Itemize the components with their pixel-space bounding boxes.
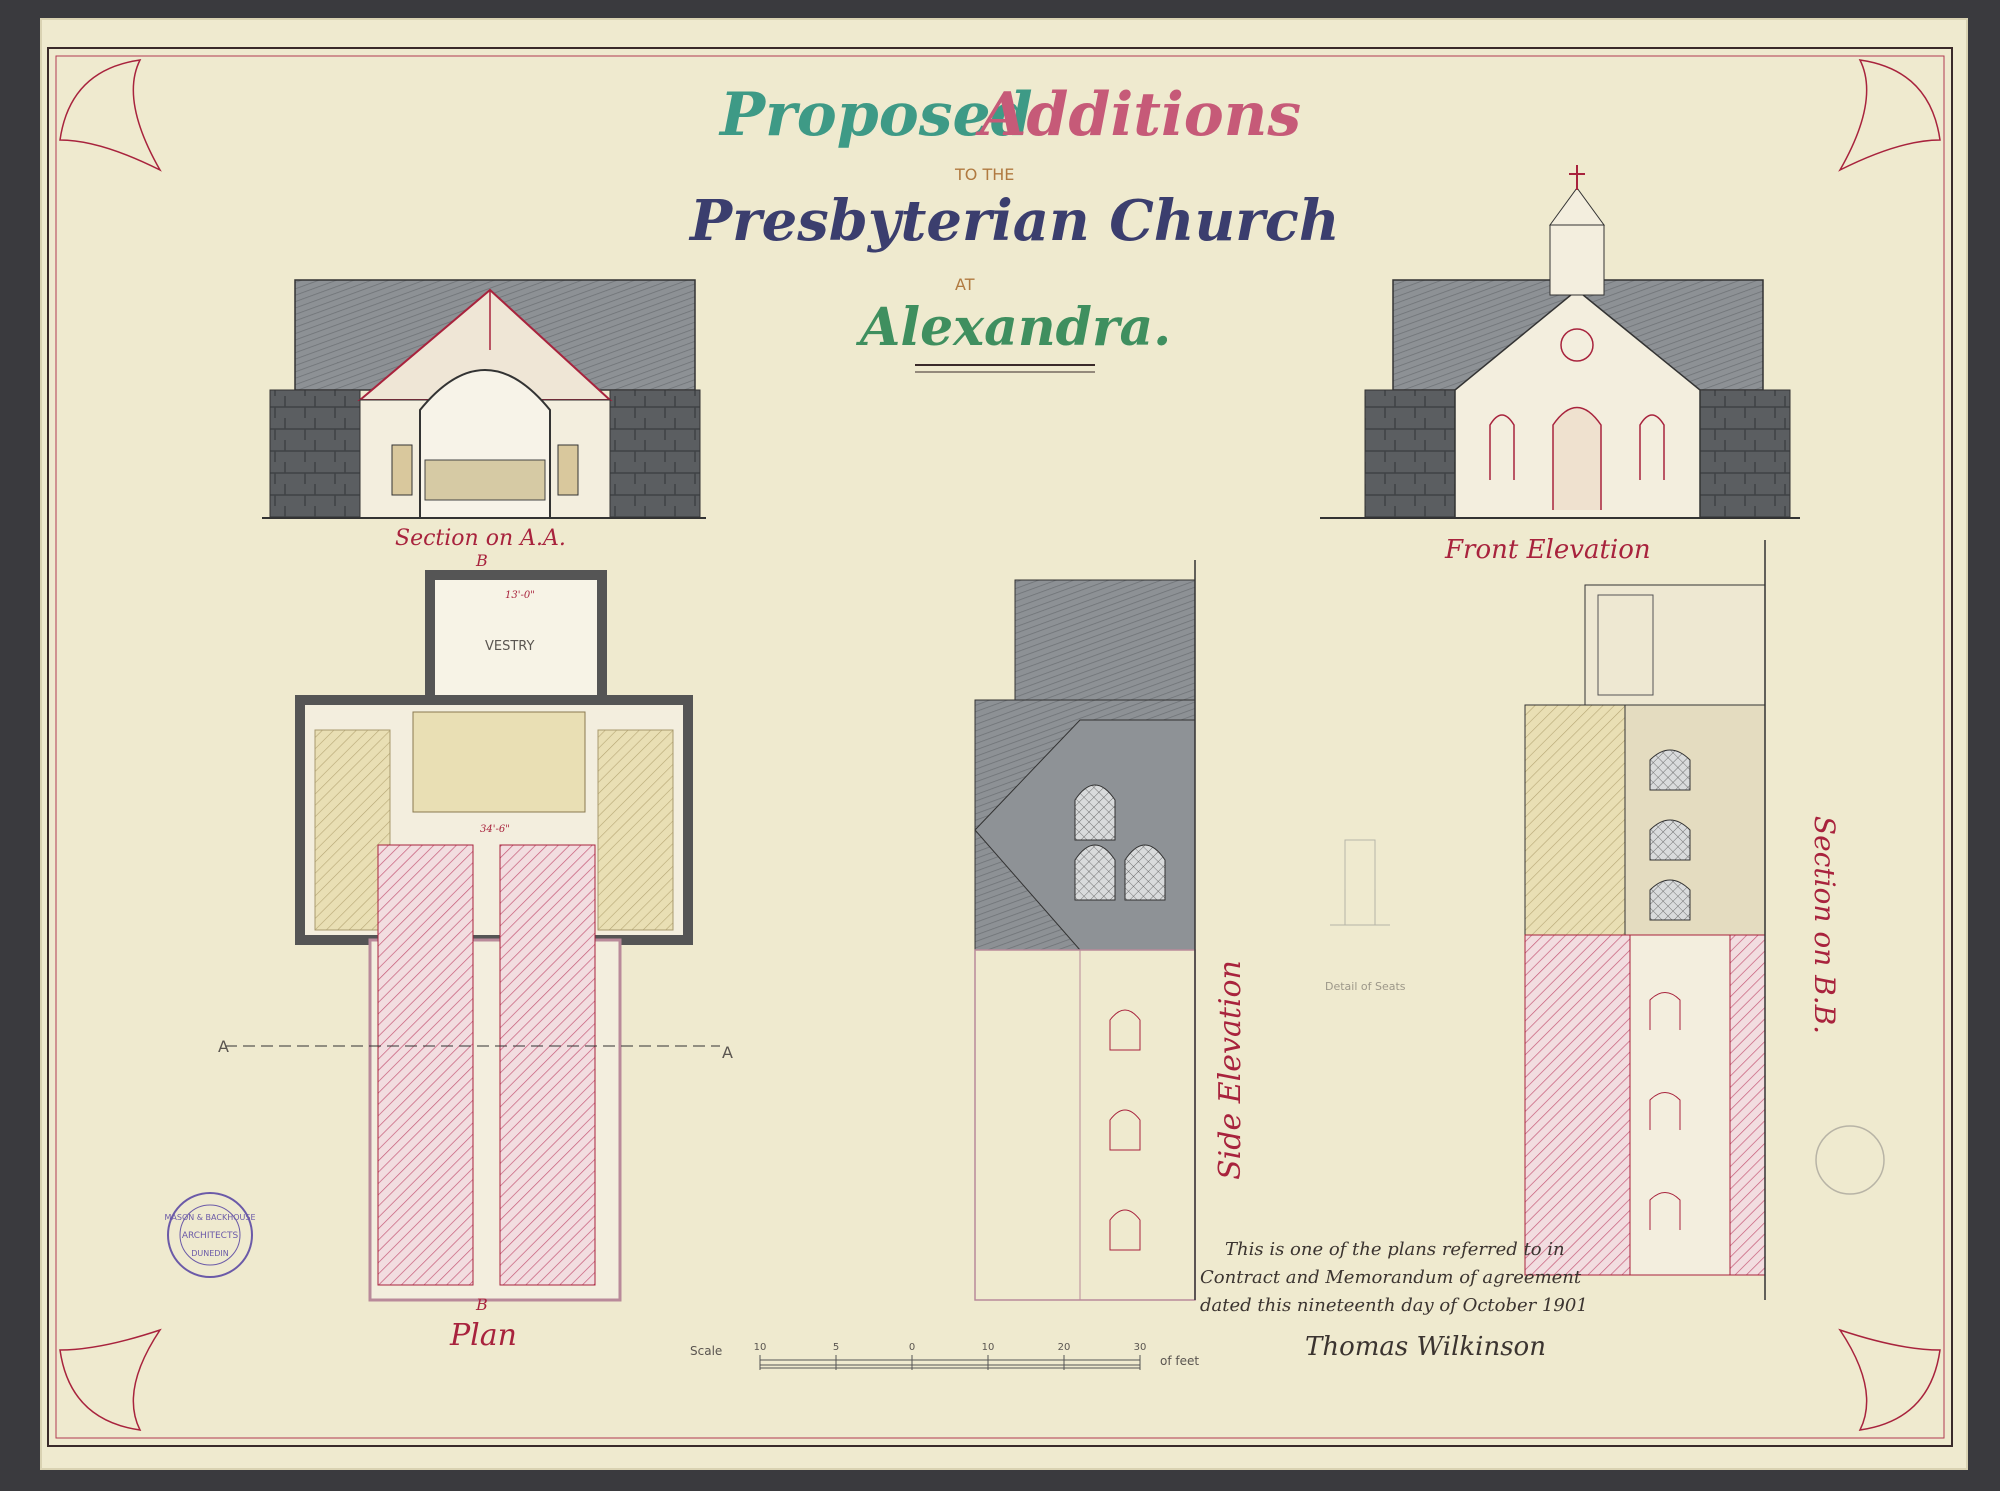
stamp-line1: MASON & BACKHOUSE: [164, 1213, 255, 1222]
scale-bar: Scale 10 5 0 10 20 30 of feet: [690, 1342, 1199, 1370]
note-signature: Thomas Wilkinson: [1305, 1332, 1546, 1362]
title-church: Presbyterian Church: [688, 188, 1340, 254]
scale-tick-label: 30: [1134, 1342, 1147, 1353]
vestry-width-dim: 13'-0": [505, 590, 535, 601]
title-at: AT: [955, 275, 975, 294]
faint-stamp-icon: [1815, 1125, 1885, 1195]
title-alexandra: Alexandra.: [855, 297, 1171, 358]
scale-ticks: 10 5 0 10 20 30: [754, 1342, 1147, 1370]
transept-width-dim: 34'-6": [480, 824, 510, 835]
scale-tick-label: 5: [833, 1342, 839, 1353]
side-elevation-label: Side Elevation: [1213, 960, 1248, 1180]
note-line2: Contract and Memorandum of agreement: [1200, 1267, 1582, 1288]
architect-stamp: MASON & BACKHOUSE ARCHITECTS DUNEDIN: [164, 1192, 256, 1278]
plan-marker-bottom: B: [475, 1295, 488, 1314]
seat-detail-label: Detail of Seats: [1325, 980, 1406, 993]
section-aa-drawing: [262, 279, 706, 519]
agreement-note: This is one of the plans referred to in …: [1200, 1239, 1588, 1362]
front-elevation-drawing: [1320, 165, 1800, 519]
section-aa-label: Section on A.A.: [395, 526, 566, 551]
title-to-the: TO THE: [954, 165, 1014, 184]
seat-detail-drawing: Detail of Seats: [1325, 839, 1406, 993]
scale-unit: of feet: [1160, 1354, 1199, 1368]
title-word-additions: Additions: [975, 80, 1301, 150]
note-line1: This is one of the plans referred to in: [1225, 1239, 1565, 1260]
section-bb-label: Section on B.B.: [1808, 816, 1841, 1034]
scale-tick-label: 20: [1058, 1342, 1071, 1353]
scale-tick-label: 10: [754, 1342, 767, 1353]
scale-tick-label: 10: [982, 1342, 995, 1353]
scale-tick-label: 0: [909, 1342, 915, 1353]
corner-ornaments: [59, 59, 1941, 1431]
stamp-line2: ARCHITECTS: [182, 1231, 239, 1241]
title-word-proposed: Proposed: [718, 80, 1033, 150]
note-line3: dated this nineteenth day of October 190…: [1200, 1295, 1588, 1316]
sheet-border: [47, 47, 1953, 1447]
title-block: Proposed Additions TO THE Presbyterian C…: [688, 80, 1340, 373]
section-marker-left: A: [218, 1037, 229, 1056]
section-bb-drawing: [1524, 540, 1766, 1300]
side-elevation-drawing: [974, 560, 1196, 1301]
front-elevation-label: Front Elevation: [1444, 535, 1651, 565]
plan-label: Plan: [449, 1318, 517, 1353]
stamp-line3: DUNEDIN: [191, 1249, 229, 1258]
scale-label-text: Scale: [690, 1344, 722, 1358]
vestry-label: VESTRY: [485, 639, 535, 654]
plan-drawing: B VESTRY 13'-0" 34'-6" A A B: [218, 551, 733, 1314]
plan-marker-top: B: [475, 551, 488, 570]
section-marker-right: A: [722, 1043, 733, 1062]
